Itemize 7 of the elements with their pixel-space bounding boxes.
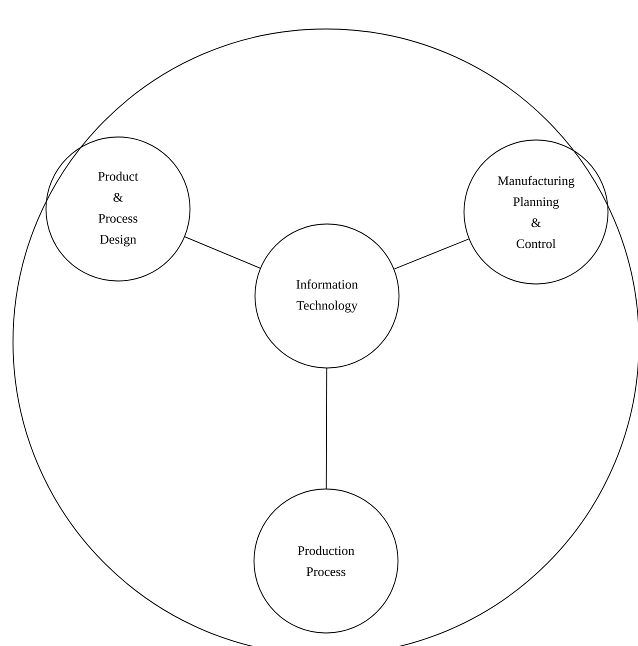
circle-node: Product & Process Design xyxy=(46,136,190,282)
circle-node: Information Technology xyxy=(254,224,400,368)
circle-node: Production Process xyxy=(254,488,398,634)
connector-line xyxy=(394,238,470,270)
circle-node: Manufacturing Planning & Control xyxy=(464,140,608,284)
connector-line xyxy=(326,368,328,489)
connector-line xyxy=(184,236,261,269)
